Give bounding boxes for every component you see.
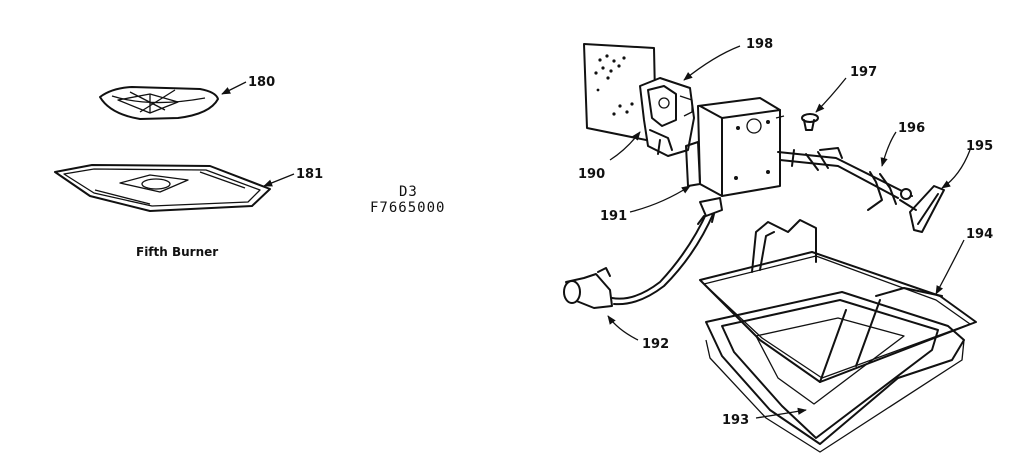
model-code-line1: D3	[399, 184, 418, 200]
part-181-burner-plate	[54, 164, 271, 212]
callout-labels: 180 181 190 191 192 193 194 195 196 197 …	[248, 37, 993, 428]
callout-191: 191	[600, 209, 627, 224]
part-195-spit-handle	[899, 185, 945, 233]
part-196-spit-fork	[777, 147, 913, 211]
callout-193: 193	[722, 413, 749, 428]
part-191-rotisserie-motor	[685, 97, 785, 197]
callout-180: 180	[248, 75, 275, 90]
part-193-drip-pan	[705, 291, 965, 453]
part-194-wire-rack	[699, 219, 977, 383]
callout-195: 195	[966, 139, 993, 154]
fifth-burner-caption: Fifth Burner	[136, 245, 218, 259]
part-198-bracket	[639, 77, 695, 157]
callout-196: 196	[898, 121, 925, 136]
part-180-burner-cap	[99, 86, 219, 120]
part-197-screw	[801, 113, 819, 131]
model-code-line2: F7665000	[370, 200, 445, 216]
part-192-power-cord	[563, 197, 723, 309]
callout-198: 198	[746, 37, 773, 52]
callout-194: 194	[966, 227, 993, 242]
callout-192: 192	[642, 337, 669, 352]
callout-arrows	[221, 45, 971, 419]
callout-190: 190	[578, 167, 605, 182]
callout-197: 197	[850, 65, 877, 80]
callout-181: 181	[296, 167, 323, 182]
